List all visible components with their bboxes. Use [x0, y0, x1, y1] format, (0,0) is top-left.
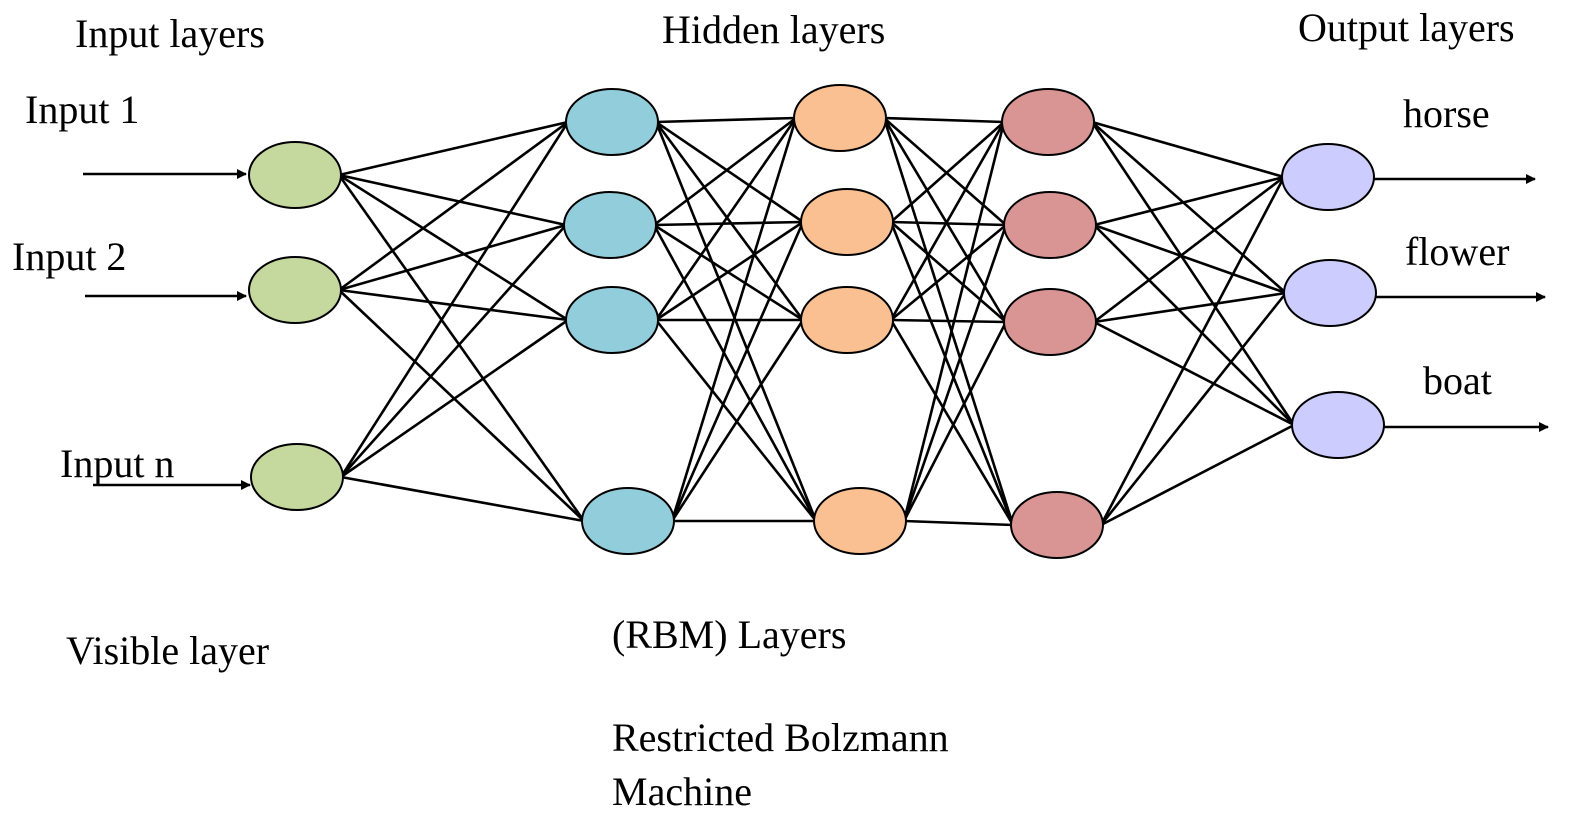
- input-layers-heading: Input layers: [75, 11, 265, 56]
- output-layers-heading: Output layers: [1298, 5, 1515, 50]
- edge-hidden-layer-1-1-to-hidden-layer-2-2: [655, 120, 804, 224]
- edge-input-layer-1-to-hidden-layer-1-1: [338, 120, 569, 177]
- hidden-layer-3-node-3: [1003, 288, 1097, 356]
- hidden-layer-2-node-4: [813, 487, 907, 555]
- hidden-layer-3-node-4: [1010, 491, 1104, 559]
- edge-hidden-layer-1-3-to-hidden-layer-2-2: [655, 220, 804, 322]
- edge-hidden-layer-3-3-to-output-layer-1: [1093, 175, 1285, 324]
- edge-hidden-layer-3-3-to-output-layer-3: [1093, 320, 1295, 427]
- edge-hidden-layer-1-3-to-hidden-layer-2-1: [654, 117, 798, 321]
- edge-hidden-layer-1-2-to-hidden-layer-2-4: [652, 224, 818, 522]
- input-layer-node-2: [248, 256, 342, 324]
- hidden-layer-3-node-1: [1001, 88, 1095, 156]
- edge-hidden-layer-3-1-to-output-layer-2: [1091, 121, 1287, 294]
- edge-input-layer-3-to-hidden-layer-1-3: [340, 318, 569, 479]
- edge-hidden-layer-1-4-to-hidden-layer-2-2: [670, 221, 805, 522]
- edge-hidden-layer-1-1-to-hidden-layer-2-4: [654, 121, 818, 522]
- rbm-full-name-line2: Machine: [612, 769, 752, 814]
- edge-hidden-layer-2-2-to-hidden-layer-3-1: [890, 121, 1005, 223]
- output-flower-label: flower: [1405, 229, 1509, 274]
- edge-hidden-layer-3-1-to-output-layer-1: [1091, 120, 1285, 179]
- edge-hidden-layer-2-2-to-hidden-layer-3-4: [889, 221, 1015, 526]
- edge-input-layer-2-to-hidden-layer-1-2: [338, 223, 567, 292]
- edge-hidden-layer-2-1-to-hidden-layer-3-3: [882, 117, 1008, 323]
- edge-input-layer-2-to-hidden-layer-1-3: [338, 288, 569, 322]
- rbm-layers-caption: (RBM) Layers: [612, 612, 846, 657]
- edge-hidden-layer-3-4-to-output-layer-1: [1099, 176, 1286, 526]
- edge-hidden-layer-1-2-to-hidden-layer-2-1: [653, 116, 797, 227]
- edge-hidden-layer-2-3-to-hidden-layer-3-2: [890, 223, 1007, 322]
- hidden-layer-3-node-2: [1003, 191, 1097, 259]
- input-1-label: Input 1: [25, 87, 139, 132]
- edge-input-layer-2-to-hidden-layer-1-4: [338, 289, 585, 522]
- edge-hidden-layer-2-1-to-hidden-layer-3-1: [883, 116, 1005, 124]
- output-layer-node-1: [1281, 143, 1375, 211]
- edge-input-layer-3-to-hidden-layer-1-4: [340, 475, 585, 523]
- input-2-label: Input 2: [12, 234, 126, 279]
- edge-input-layer-1-to-hidden-layer-1-3: [338, 173, 569, 322]
- edge-hidden-layer-3-4-to-output-layer-3: [1100, 423, 1295, 527]
- visible-layer-caption: Visible layer: [66, 628, 269, 673]
- edge-hidden-layer-2-4-to-hidden-layer-3-3: [902, 321, 1008, 522]
- edge-hidden-layer-2-4-to-hidden-layer-3-4: [903, 519, 1014, 527]
- output-layer-node-2: [1283, 259, 1377, 327]
- edge-hidden-layer-1-1-to-hidden-layer-2-3: [654, 121, 805, 321]
- edge-input-layer-1-to-hidden-layer-1-2: [338, 173, 567, 227]
- output-boat-label: boat: [1423, 358, 1492, 403]
- edge-hidden-layer-3-3-to-output-layer-2: [1093, 291, 1287, 324]
- hidden-layers-heading: Hidden layers: [662, 7, 885, 52]
- neuron-nodes: [248, 84, 1385, 559]
- labels: Input layers Hidden layers Output layers…: [12, 5, 1515, 814]
- edge-hidden-layer-2-4-to-hidden-layer-3-2: [902, 224, 1008, 522]
- edge-hidden-layer-2-2-to-hidden-layer-3-2: [890, 220, 1007, 227]
- hidden-layer-2-node-2: [800, 188, 894, 256]
- edge-hidden-layer-2-4-to-hidden-layer-3-1: [902, 121, 1006, 522]
- edge-hidden-layer-2-3-to-hidden-layer-3-4: [889, 319, 1015, 526]
- edge-hidden-layer-3-2-to-output-layer-2: [1093, 223, 1287, 295]
- hidden-layer-1-node-4: [581, 487, 675, 555]
- io-arrows: [83, 169, 1549, 490]
- edge-input-layer-2-to-hidden-layer-1-1: [338, 120, 569, 292]
- edge-hidden-layer-1-2-to-hidden-layer-2-2: [653, 220, 804, 227]
- input-layer-node-1: [248, 141, 342, 209]
- edge-input-layer-1-to-hidden-layer-1-4: [337, 174, 586, 522]
- rbm-full-name-line1: Restricted Bolzmann: [612, 715, 949, 760]
- output-layer-node-3: [1291, 391, 1385, 459]
- hidden-layer-1-node-3: [565, 286, 659, 354]
- edge-input-layer-3-to-hidden-layer-1-2: [340, 224, 567, 478]
- edge-hidden-layer-3-2-to-output-layer-1: [1093, 175, 1285, 227]
- edge-hidden-layer-1-4-to-hidden-layer-2-1: [670, 117, 798, 522]
- hidden-layer-1-node-2: [563, 191, 657, 259]
- edge-hidden-layer-3-4-to-output-layer-2: [1099, 292, 1288, 526]
- hidden-layer-2-node-1: [793, 84, 887, 152]
- edge-hidden-layer-1-1-to-hidden-layer-2-1: [655, 116, 797, 124]
- edge-hidden-layer-1-4-to-hidden-layer-2-3: [670, 319, 805, 522]
- connection-lines: [337, 116, 1296, 527]
- output-horse-label: horse: [1403, 91, 1490, 136]
- hidden-layer-2-node-3: [800, 286, 894, 354]
- edge-hidden-layer-3-1-to-output-layer-3: [1090, 121, 1296, 426]
- edge-hidden-layer-3-2-to-output-layer-3: [1093, 224, 1295, 426]
- edge-input-layer-3-to-hidden-layer-1-1: [339, 121, 570, 478]
- hidden-layer-1-node-1: [565, 88, 659, 156]
- edge-hidden-layer-2-3-to-hidden-layer-3-3: [890, 318, 1007, 324]
- input-layer-node-3: [250, 443, 344, 511]
- edge-hidden-layer-2-1-to-hidden-layer-3-2: [883, 117, 1007, 226]
- edge-hidden-layer-2-3-to-hidden-layer-3-1: [889, 121, 1006, 321]
- input-n-label: Input n: [60, 441, 174, 486]
